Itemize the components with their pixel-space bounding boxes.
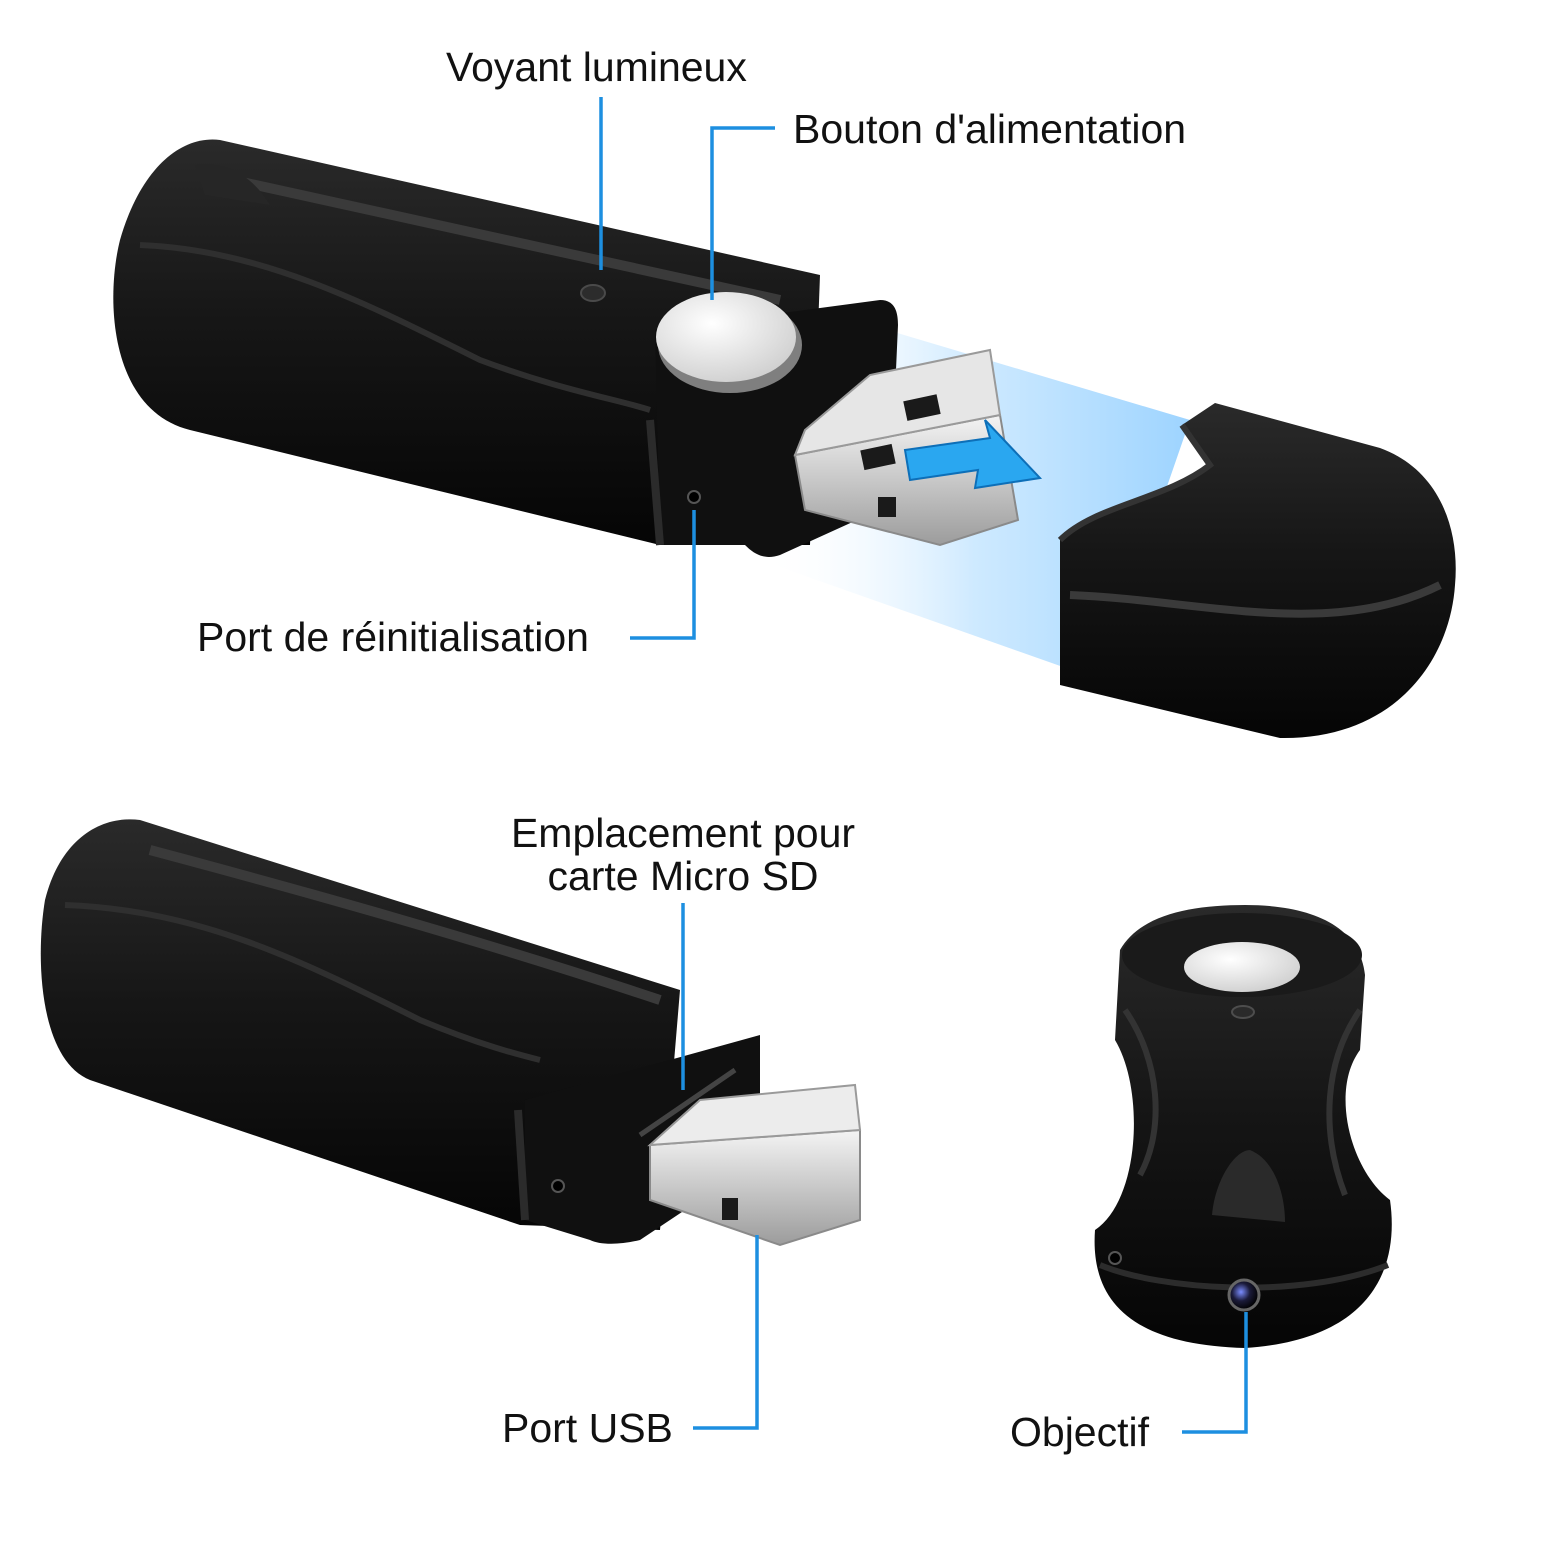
arrow-right-icon [903,419,1043,490]
label-lens: Objectif [1010,1409,1149,1455]
device-3-groove-left [1122,1008,1159,1177]
callout-usb-port [693,1235,759,1430]
usb-plug-2 [649,1128,861,1247]
device-bottom-left [40,819,862,1247]
label-reset-port: Port de réinitialisation [197,614,589,660]
power-button-2 [1184,942,1300,992]
usb-hole-3 [878,497,896,517]
collar-2-edge [514,1109,529,1221]
device-cap [1060,403,1456,739]
cap-rim [1057,423,1215,543]
led-indicator [580,284,606,302]
body-2-groove [64,902,541,1063]
reset-hole-2 [551,1179,565,1193]
body-highlight [208,170,782,305]
body-notch [195,164,270,205]
label-power-button: Bouton d'alimentation [793,106,1187,152]
power-button [656,292,796,382]
label-sd-slot: Emplacement pour carte Micro SD [478,810,888,900]
device-body-3 [1094,905,1392,1348]
callout-reset-port [630,510,696,640]
label-led: Voyant lumineux [446,44,747,90]
device-3-groove-right [1326,1008,1363,1197]
sd-slot [638,1067,737,1138]
usb-plug-2-top [647,1083,862,1147]
reset-hole [687,490,701,504]
camera-lens [1227,1278,1261,1312]
label-usb-port: Port USB [502,1405,673,1451]
usb-hole-1 [903,394,941,421]
body-2-highlight [148,845,662,1005]
device-body [113,139,820,545]
callout-lines [599,97,1248,1434]
body-groove [139,242,651,413]
label-sd-slot-line1: Emplacement pour [510,810,856,856]
led-indicator-2 [1231,1005,1255,1019]
callout-power-button [710,126,775,300]
cap-highlight [1069,581,1442,618]
usb-plug-top [793,348,1002,457]
device-3-notch [1212,1150,1285,1222]
reset-hole-3 [1108,1251,1122,1265]
collar-edge [646,419,664,546]
callout-lens [1182,1312,1248,1434]
device-bottom-right [1094,905,1392,1348]
usb-2-hole [722,1198,738,1220]
label-sd-slot-line2: carte Micro SD [547,853,819,900]
device-top [113,139,1456,739]
usb-hole-2 [860,443,896,471]
